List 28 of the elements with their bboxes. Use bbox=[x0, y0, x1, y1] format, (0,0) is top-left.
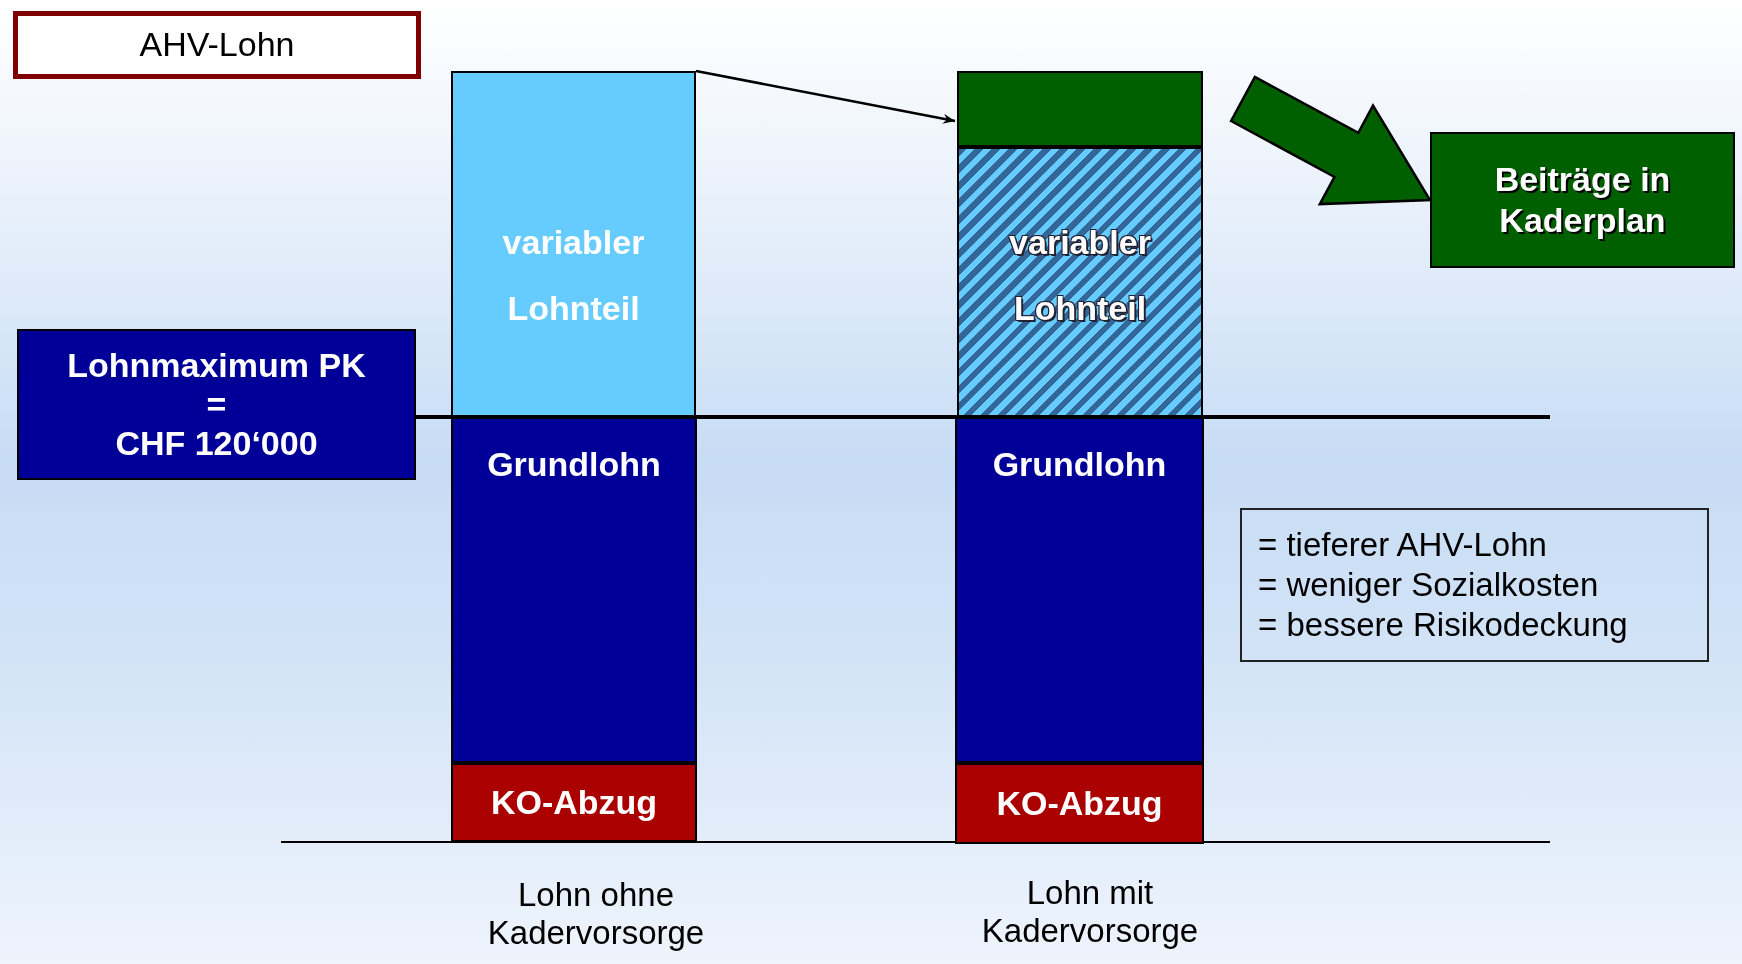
box-label: CHF 120‘000 bbox=[115, 424, 318, 464]
target-box bbox=[1430, 132, 1735, 268]
hatched-bar-segment bbox=[957, 147, 1203, 417]
note-text: = weniger Sozialkosten bbox=[1258, 564, 1599, 605]
column-caption: Lohn mit Kadervorsorge bbox=[980, 874, 1200, 950]
box-label: variabler Lohnteil bbox=[501, 222, 646, 330]
note-text: = bessere Risikodeckung bbox=[1258, 605, 1628, 646]
bar-segment bbox=[955, 763, 1204, 844]
box-label: Grundlohn bbox=[992, 445, 1167, 485]
bar-segment bbox=[451, 417, 697, 763]
box-label: AHV-Lohn bbox=[139, 25, 295, 65]
title-box bbox=[13, 11, 421, 79]
box-label: KO-Abzug bbox=[490, 782, 658, 823]
bar-segment bbox=[451, 71, 696, 417]
box-label: Grundlohn bbox=[487, 445, 661, 485]
bar-segment bbox=[955, 417, 1204, 763]
box-label: Lohnmaximum PK bbox=[67, 345, 366, 385]
note-text: = tieferer AHV-Lohn bbox=[1258, 524, 1547, 565]
note-box bbox=[1240, 508, 1709, 662]
block-arrow bbox=[1229, 75, 1433, 206]
column-caption: Lohn ohne Kadervorsorge bbox=[486, 876, 706, 952]
box-label: = bbox=[206, 384, 227, 425]
box-label: KO-Abzug bbox=[996, 783, 1163, 824]
arrow bbox=[695, 69, 956, 124]
box-label: Beiträge in Kaderplan bbox=[1493, 159, 1672, 241]
limit-box bbox=[17, 329, 416, 480]
bar-segment bbox=[957, 71, 1203, 147]
bar-segment bbox=[451, 763, 697, 842]
